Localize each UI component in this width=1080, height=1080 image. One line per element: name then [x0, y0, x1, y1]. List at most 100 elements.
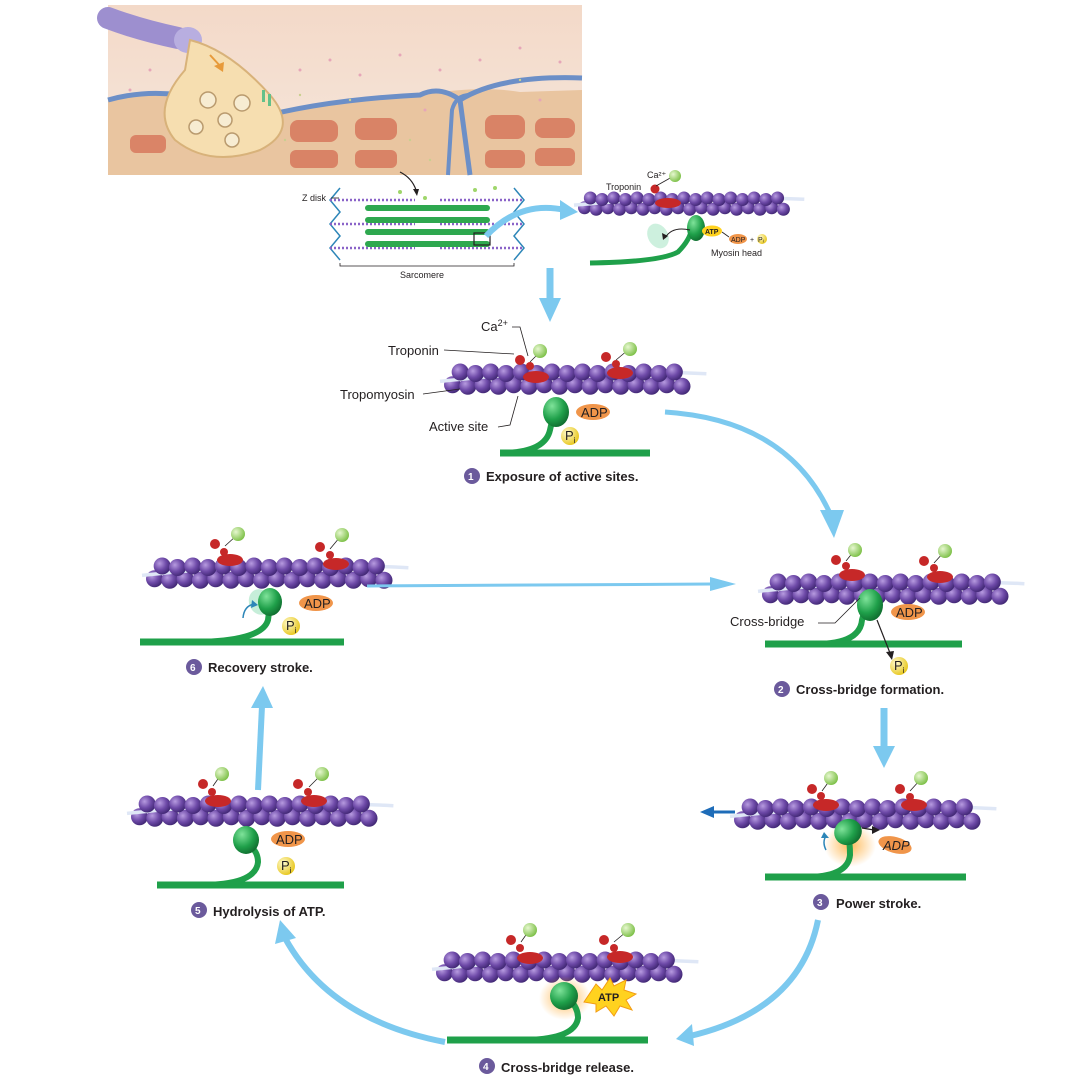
step-1-panel: Ca2+ Troponin Tropomyosin Active site AD… [340, 318, 707, 484]
step5-pi-label: Pi [281, 858, 292, 875]
actin-bead [306, 557, 324, 575]
actin-bead [683, 202, 697, 216]
detail-phosphate [757, 234, 767, 244]
arrow-5-to-6 [255, 705, 265, 791]
actin-bead [955, 798, 973, 816]
actin-bead [613, 202, 627, 216]
actin-bead [879, 800, 897, 817]
actin-bead [642, 377, 660, 395]
cycle-arrows [251, 409, 895, 1046]
step-3-label: Power stroke. [836, 896, 921, 911]
step1-adp-label: ADP [581, 405, 608, 420]
step-4-label: Cross-bridge release. [501, 1060, 634, 1075]
actin-bead [677, 191, 691, 205]
step4-atp-label: ATP [598, 992, 619, 1004]
actin-bead [260, 559, 278, 576]
step-1-badge [464, 468, 480, 484]
actin-bead [630, 191, 644, 205]
actin-bead [459, 377, 477, 395]
step-6-panel: ADP Pi 6 Recovery stroke. [140, 527, 409, 675]
actin-bead [451, 363, 469, 381]
svg-text:1: 1 [468, 472, 474, 483]
actin-bead [291, 559, 309, 576]
step1-ca-label: Ca2+ [481, 318, 508, 334]
detail-troponin-label: Troponin [606, 182, 641, 192]
step1-tropomyosin-label: Tropomyosin [340, 387, 415, 402]
actin-bead [689, 193, 703, 206]
actin-bead [589, 202, 603, 216]
step6-adp-label: ADP [304, 596, 331, 611]
actin-bead [960, 587, 978, 605]
actin-bead [352, 795, 370, 813]
actin-filament [439, 363, 707, 395]
actin-bead [191, 571, 209, 589]
atp-starburst [583, 977, 638, 1017]
actin-bead [815, 575, 833, 592]
actin-bead [636, 202, 650, 216]
detail-ca-label: Ca²⁺ [647, 170, 667, 180]
svg-text:4: 4 [483, 1062, 489, 1073]
actin-filament [141, 557, 409, 589]
actin-bead [566, 951, 584, 969]
actin-bead [176, 809, 194, 827]
actin-bead [352, 559, 370, 576]
actin-bead [222, 571, 240, 589]
svg-text:Pᵢ: Pᵢ [758, 237, 764, 244]
detail-adp [729, 234, 747, 244]
actin-bead [489, 377, 507, 395]
step-6-label: Recovery stroke. [208, 660, 313, 675]
step-2-panel: Cross-bridge ADP Pi 2 Cross-bridge forma… [730, 543, 1025, 697]
actin-bead [595, 193, 609, 206]
neuromuscular-junction-illustration [97, 5, 583, 176]
step-4-panel: ATP 4 Cross-bridge release. [431, 923, 699, 1075]
actin-bead [983, 573, 1001, 591]
detail-troponin [655, 198, 681, 208]
arrow-3-to-4 [689, 919, 821, 1039]
actin-bead [642, 953, 660, 970]
step1-troponin-label: Troponin [388, 343, 439, 358]
actin-bead [776, 202, 790, 216]
svg-text:+: + [750, 237, 754, 244]
step6-pi-label: Pi [286, 618, 297, 635]
actin-bead [344, 571, 362, 589]
actin-bead [772, 798, 790, 816]
actin-bead [787, 800, 805, 817]
actin-bead [607, 191, 621, 205]
actin-bead [730, 202, 744, 216]
arrow-6-to-2 [366, 582, 713, 588]
actin-bead [753, 202, 767, 216]
actin-bead [991, 587, 1009, 605]
actin-bead [876, 575, 894, 592]
actin-bead [779, 812, 797, 830]
actin-bead [838, 587, 856, 605]
actin-bead [864, 798, 882, 816]
step-3-badge [813, 894, 829, 910]
svg-text:6: 6 [190, 663, 196, 674]
actin-bead [261, 795, 279, 813]
actin-bead [963, 812, 981, 830]
actin-bead [283, 571, 301, 589]
actin-bead [199, 559, 217, 576]
actin-bead [245, 797, 263, 814]
actin-bead [184, 797, 202, 814]
actin-bead [276, 797, 294, 814]
actin-bead [848, 800, 866, 817]
actin-bead [892, 573, 910, 591]
actin-bead [706, 202, 720, 216]
actin-bead [184, 557, 202, 575]
actin-bead [329, 809, 347, 827]
actin-bead [712, 193, 726, 206]
actin-bead [153, 797, 171, 814]
svg-text:ADP: ADP [731, 237, 746, 244]
step-5-label: Hydrolysis of ATP. [213, 904, 325, 919]
actin-bead [777, 587, 795, 605]
actin-bead [589, 365, 607, 382]
actin-bead [800, 573, 818, 591]
actin-bead [657, 951, 675, 969]
sarcomere-to-detail-arrow [483, 204, 566, 239]
step-1-label: Exposure of active sites. [486, 469, 638, 484]
step-2-badge [774, 681, 790, 697]
actin-bead [360, 809, 378, 827]
actin-bead [451, 965, 469, 983]
actin-bead [665, 363, 683, 381]
